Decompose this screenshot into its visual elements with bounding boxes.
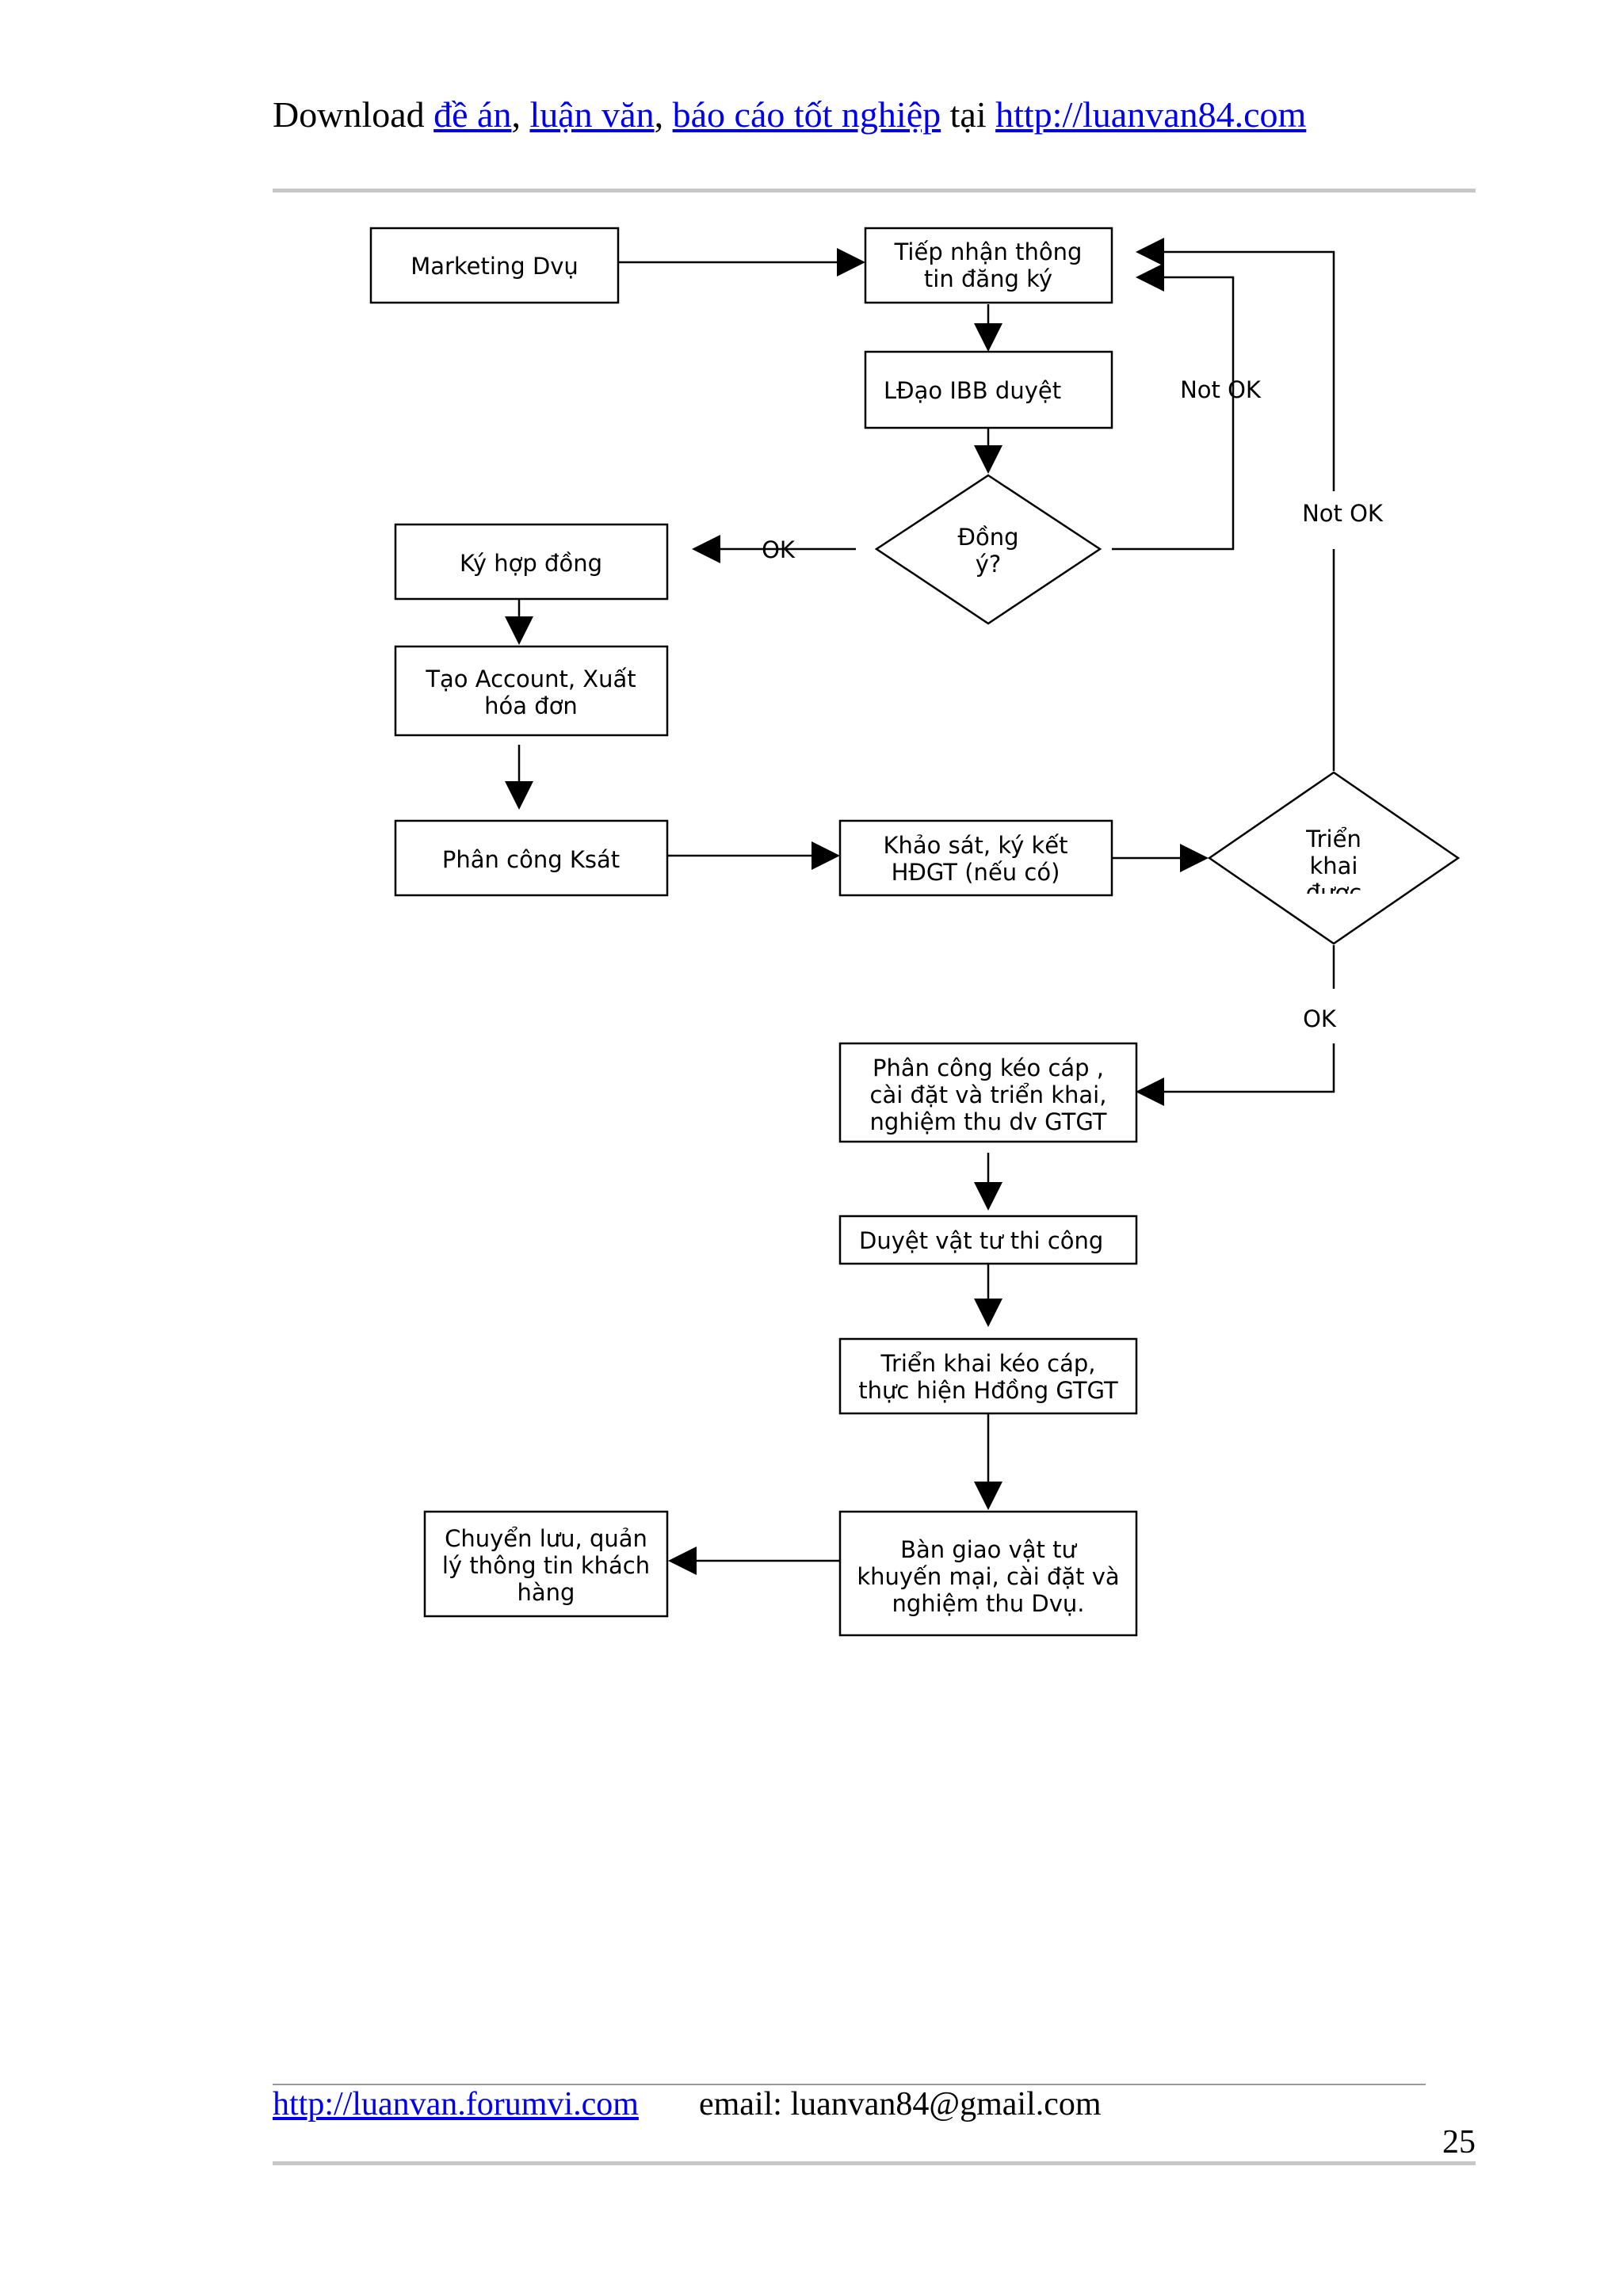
box-tiep-nhan [864,227,1113,304]
box-marketing [369,227,620,304]
arrowhead [1180,844,1209,872]
box-chuyen-luu-line-1: Chuyển lưu, quản [445,1525,647,1552]
box-trien-khai-keo-cap [838,1337,1138,1415]
box-phan-cong-ksat [394,819,669,897]
footer-site-link[interactable]: http://luanvan.forumvi.com [273,2086,639,2122]
header-link-de-an[interactable]: đề án [433,94,512,135]
footer-divider [273,2084,1426,2085]
edge-label-ok-left: OK [762,536,796,563]
arrowhead [974,445,1002,474]
arrowhead [505,781,533,810]
box-tao-account [394,645,669,737]
decision-dong-y-line-2: ý? [976,551,1002,578]
box-trien-khai-keo-line-2: thực hiện Hđồng GTGT [858,1377,1118,1404]
decision-dong-y [874,474,1102,625]
box-phan-cong-ksat-label: Phân công Ksát [442,846,620,873]
header-prefix: Download [273,94,434,135]
box-khao-sat-line-2: HĐGT (nếu có) [892,859,1060,886]
arrowhead [1136,1077,1164,1106]
decision-dong-y-line-1: Đồng [957,524,1018,551]
box-ky-hop-dong [394,523,669,601]
box-ban-giao-line-1: Bàn giao vật tư [900,1536,1077,1563]
box-phan-cong-keo-line-1: Phân công kéo cáp , [873,1055,1104,1081]
header-mid-text: tại [941,94,996,135]
page-number: 25 [1442,2124,1476,2161]
box-trien-khai-keo-line-1: Triển khai kéo cáp, [880,1350,1096,1377]
header-link-site[interactable]: http://luanvan84.com [995,94,1307,135]
decision-trien-khai-line-1: Triển [1305,826,1361,852]
arrowhead [837,248,865,277]
connector-trienkhai-notok-top [1161,250,1335,491]
arrowhead [1136,263,1164,292]
arrowhead [974,323,1002,352]
header-divider [273,189,1476,193]
box-tiep-nhan-line-1: Tiếp nhận thông [894,238,1083,265]
arrowhead [974,1482,1002,1510]
box-tao-account-line-1: Tạo Account, Xuất [425,666,636,692]
arrowhead [974,1182,1002,1211]
box-ldao-label: LĐạo IBB duyệt [884,377,1061,404]
edge-label-ok-bottom: OK [1303,1005,1337,1032]
box-ban-giao-line-2: khuyến mại, cài đặt và [857,1563,1119,1590]
connector-trienkhai-ok-to-phancongkeo [1161,1043,1335,1093]
box-phan-cong-keo-line-3: nghiệm thu dv GTGT [870,1108,1107,1135]
header-separator: , [654,94,673,135]
box-phan-cong-keo-line-2: cài đặt và triển khai, [870,1081,1107,1108]
box-phan-cong-keo-cap [838,1042,1138,1143]
arrowhead [505,616,533,645]
decision-trien-khai-line-2: khai [1309,852,1358,879]
box-chuyen-luu [423,1510,669,1618]
box-ky-hop-dong-label: Ký hợp đồng [460,550,602,577]
box-tiep-nhan-line-2: tin đăng ký [924,265,1052,292]
box-ban-giao-line-3: nghiệm thu Dvụ. [892,1590,1085,1617]
header-link-bao-cao[interactable]: báo cáo tốt nghiệp [672,94,941,135]
arrowhead [1136,238,1164,266]
edge-label-not-ok-outer: Not OK [1302,500,1384,527]
decision-trien-khai-line-3: được [1306,879,1361,906]
arrowhead [692,535,720,563]
box-tao-account-line-2: hóa đơn [484,692,578,719]
box-chuyen-luu-line-2: lý thông tin khách [442,1552,650,1579]
box-marketing-label: Marketing Dvụ [411,253,579,280]
box-ban-giao [838,1510,1138,1637]
box-ldao-duyet [864,350,1113,429]
decision-trien-khai [1207,771,1461,945]
edge-label-not-ok-inner: Not OK [1180,376,1262,403]
box-chuyen-luu-line-3: hàng [517,1579,575,1606]
box-duyet-vat-tu-label: Duyệt vật tư thi công [859,1227,1103,1254]
box-khao-sat [838,819,1113,897]
connector-dongy-notok-loop [1112,276,1235,551]
box-khao-sat-line-1: Khảo sát, ký kết [884,832,1068,859]
page-header: Download đề án, luận văn, báo cáo tốt ng… [273,93,1306,135]
header-separator: , [511,94,530,135]
box-duyet-vat-tu [838,1215,1138,1265]
header-link-luan-van[interactable]: luận văn [529,94,655,135]
footer-email: email: luanvan84@gmail.com [699,2086,1102,2122]
arrowhead [668,1547,697,1575]
arrowhead [812,841,840,870]
arrowhead [974,1299,1002,1327]
bottom-divider [273,2161,1476,2165]
